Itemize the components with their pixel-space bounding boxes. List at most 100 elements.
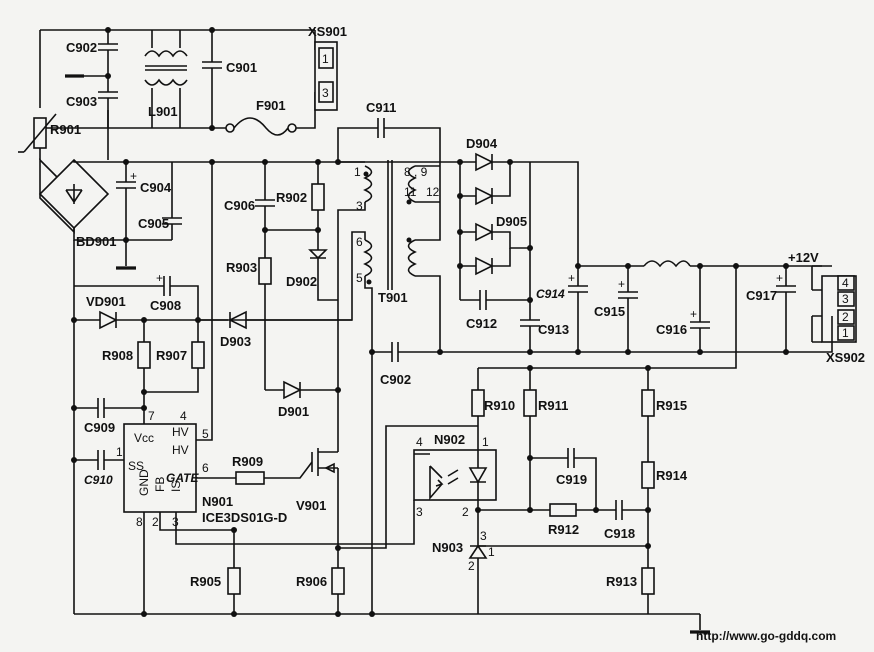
t901-label: T901 (378, 290, 408, 305)
ic-pin7: 7 (148, 409, 155, 423)
r914-label: R914 (656, 468, 688, 483)
xs902-pin1: 1 (842, 326, 849, 340)
vd901-label: VD901 (86, 294, 126, 309)
c906-label: C906 (224, 198, 255, 213)
ic-vcc-label: Vcc (134, 431, 154, 445)
t901-pin1: 1 (354, 165, 361, 179)
t901-pin11: 11 (404, 185, 417, 199)
d902-label: D902 (286, 274, 317, 289)
v901-label: V901 (296, 498, 326, 513)
ic-hv2-label: HV (172, 443, 189, 457)
t901-pin5: 5 (356, 271, 363, 285)
bd901-label: BD901 (76, 234, 116, 249)
c909-label: C909 (84, 420, 115, 435)
d905-label: D905 (496, 214, 527, 229)
t901-pin89: 8 , 9 (404, 165, 428, 179)
ic-ss-label: SS (128, 459, 144, 473)
xs902-pin3: 3 (842, 292, 849, 306)
xs902-pin2: 2 (842, 310, 849, 324)
t901-pin6: 6 (356, 235, 363, 249)
c904-label: C904 (140, 180, 172, 195)
mains-input-section (18, 27, 338, 241)
c916-label: C916 (656, 322, 687, 337)
f901-label: F901 (256, 98, 286, 113)
ic-pin2: 2 (152, 515, 159, 529)
xs901-pin1: 1 (322, 52, 329, 66)
r910-label: R910 (484, 398, 515, 413)
c911-label: C911 (366, 100, 396, 115)
feedback-section (413, 365, 655, 614)
ic-pin4: 4 (180, 409, 187, 423)
d904-label: D904 (466, 136, 498, 151)
reg-pin3: 3 (480, 529, 487, 543)
r902-label: R902 (276, 190, 307, 205)
xs901-pin3: 3 (322, 86, 329, 100)
r908-label: R908 (102, 348, 133, 363)
r912-label: R912 (548, 522, 579, 537)
ic-pin5: 5 (202, 427, 209, 441)
t901-pin12: 12 (426, 185, 440, 199)
r903-label: R903 (226, 260, 257, 275)
r915-label: R915 (656, 398, 687, 413)
c902-bottom-label: C902 (380, 372, 411, 387)
r905-label: R905 (190, 574, 221, 589)
xs902-label: XS902 (826, 350, 865, 365)
ic-pin1: 1 (116, 445, 123, 459)
r913-label: R913 (606, 574, 637, 589)
ic-gate-label: GATE (166, 471, 199, 485)
svg-text:+: + (618, 277, 625, 291)
c901-label: C901 (226, 60, 257, 75)
controller-section: + (71, 162, 700, 617)
opto-pin3: 3 (416, 505, 423, 519)
c917-label: C917 (746, 288, 777, 303)
d903-label: D903 (220, 334, 251, 349)
c918-label: C918 (604, 526, 635, 541)
r906-label: R906 (296, 574, 327, 589)
watermark-url: http://www.go-gddq.com (696, 629, 836, 643)
n902-label: N902 (434, 432, 465, 447)
reg-pin1: 1 (488, 545, 495, 559)
component-labels: C902 C903 L901 C901 F901 R901 BD901 C904… (50, 24, 865, 643)
xs902-pin4: 4 (842, 276, 849, 290)
svg-text:+: + (130, 169, 137, 183)
d901-label: D901 (278, 404, 309, 419)
c910-label: C910 (84, 473, 113, 487)
svg-text:+: + (690, 307, 697, 321)
n903-label: N903 (432, 540, 463, 555)
r911-label: R911 (538, 398, 568, 413)
reg-pin2: 2 (468, 559, 475, 573)
t901-pin3: 3 (356, 199, 363, 213)
ic-pin6: 6 (202, 461, 209, 475)
ic-pin3: 3 (172, 515, 179, 529)
c912-label: C912 (466, 316, 497, 331)
opto-pin2: 2 (462, 505, 469, 519)
r907-label: R907 (156, 348, 187, 363)
n901-label: N901 (202, 494, 233, 509)
c902-top-label: C902 (66, 40, 97, 55)
svg-text:+: + (156, 271, 163, 285)
xs901-label: XS901 (308, 24, 347, 39)
ic-is-label: IS (169, 481, 183, 492)
r909-label: R909 (232, 454, 263, 469)
n901-part-label: ICE3DS01G-D (202, 510, 287, 525)
ic-hv1-label: HV (172, 425, 189, 439)
opto-pin1: 1 (482, 435, 489, 449)
c913-label: C913 (538, 322, 569, 337)
c905-label: C905 (138, 216, 169, 231)
opto-pin4: 4 (416, 435, 423, 449)
c908-label: C908 (150, 298, 181, 313)
c903-label: C903 (66, 94, 97, 109)
c915-label: C915 (594, 304, 625, 319)
svg-text:+: + (568, 271, 575, 285)
c914-label: C914 (536, 287, 565, 301)
rail-12v-label: +12V (788, 250, 819, 265)
ic-fb-label: FB (153, 477, 167, 492)
secondary-output: + + + + (369, 152, 857, 371)
svg-text:+: + (776, 271, 783, 285)
c919-label: C919 (556, 472, 587, 487)
r901-label: R901 (50, 122, 81, 137)
primary-rail: + (100, 118, 441, 390)
ic-pin8: 8 (136, 515, 143, 529)
ic-gnd-label: GND (137, 469, 151, 496)
